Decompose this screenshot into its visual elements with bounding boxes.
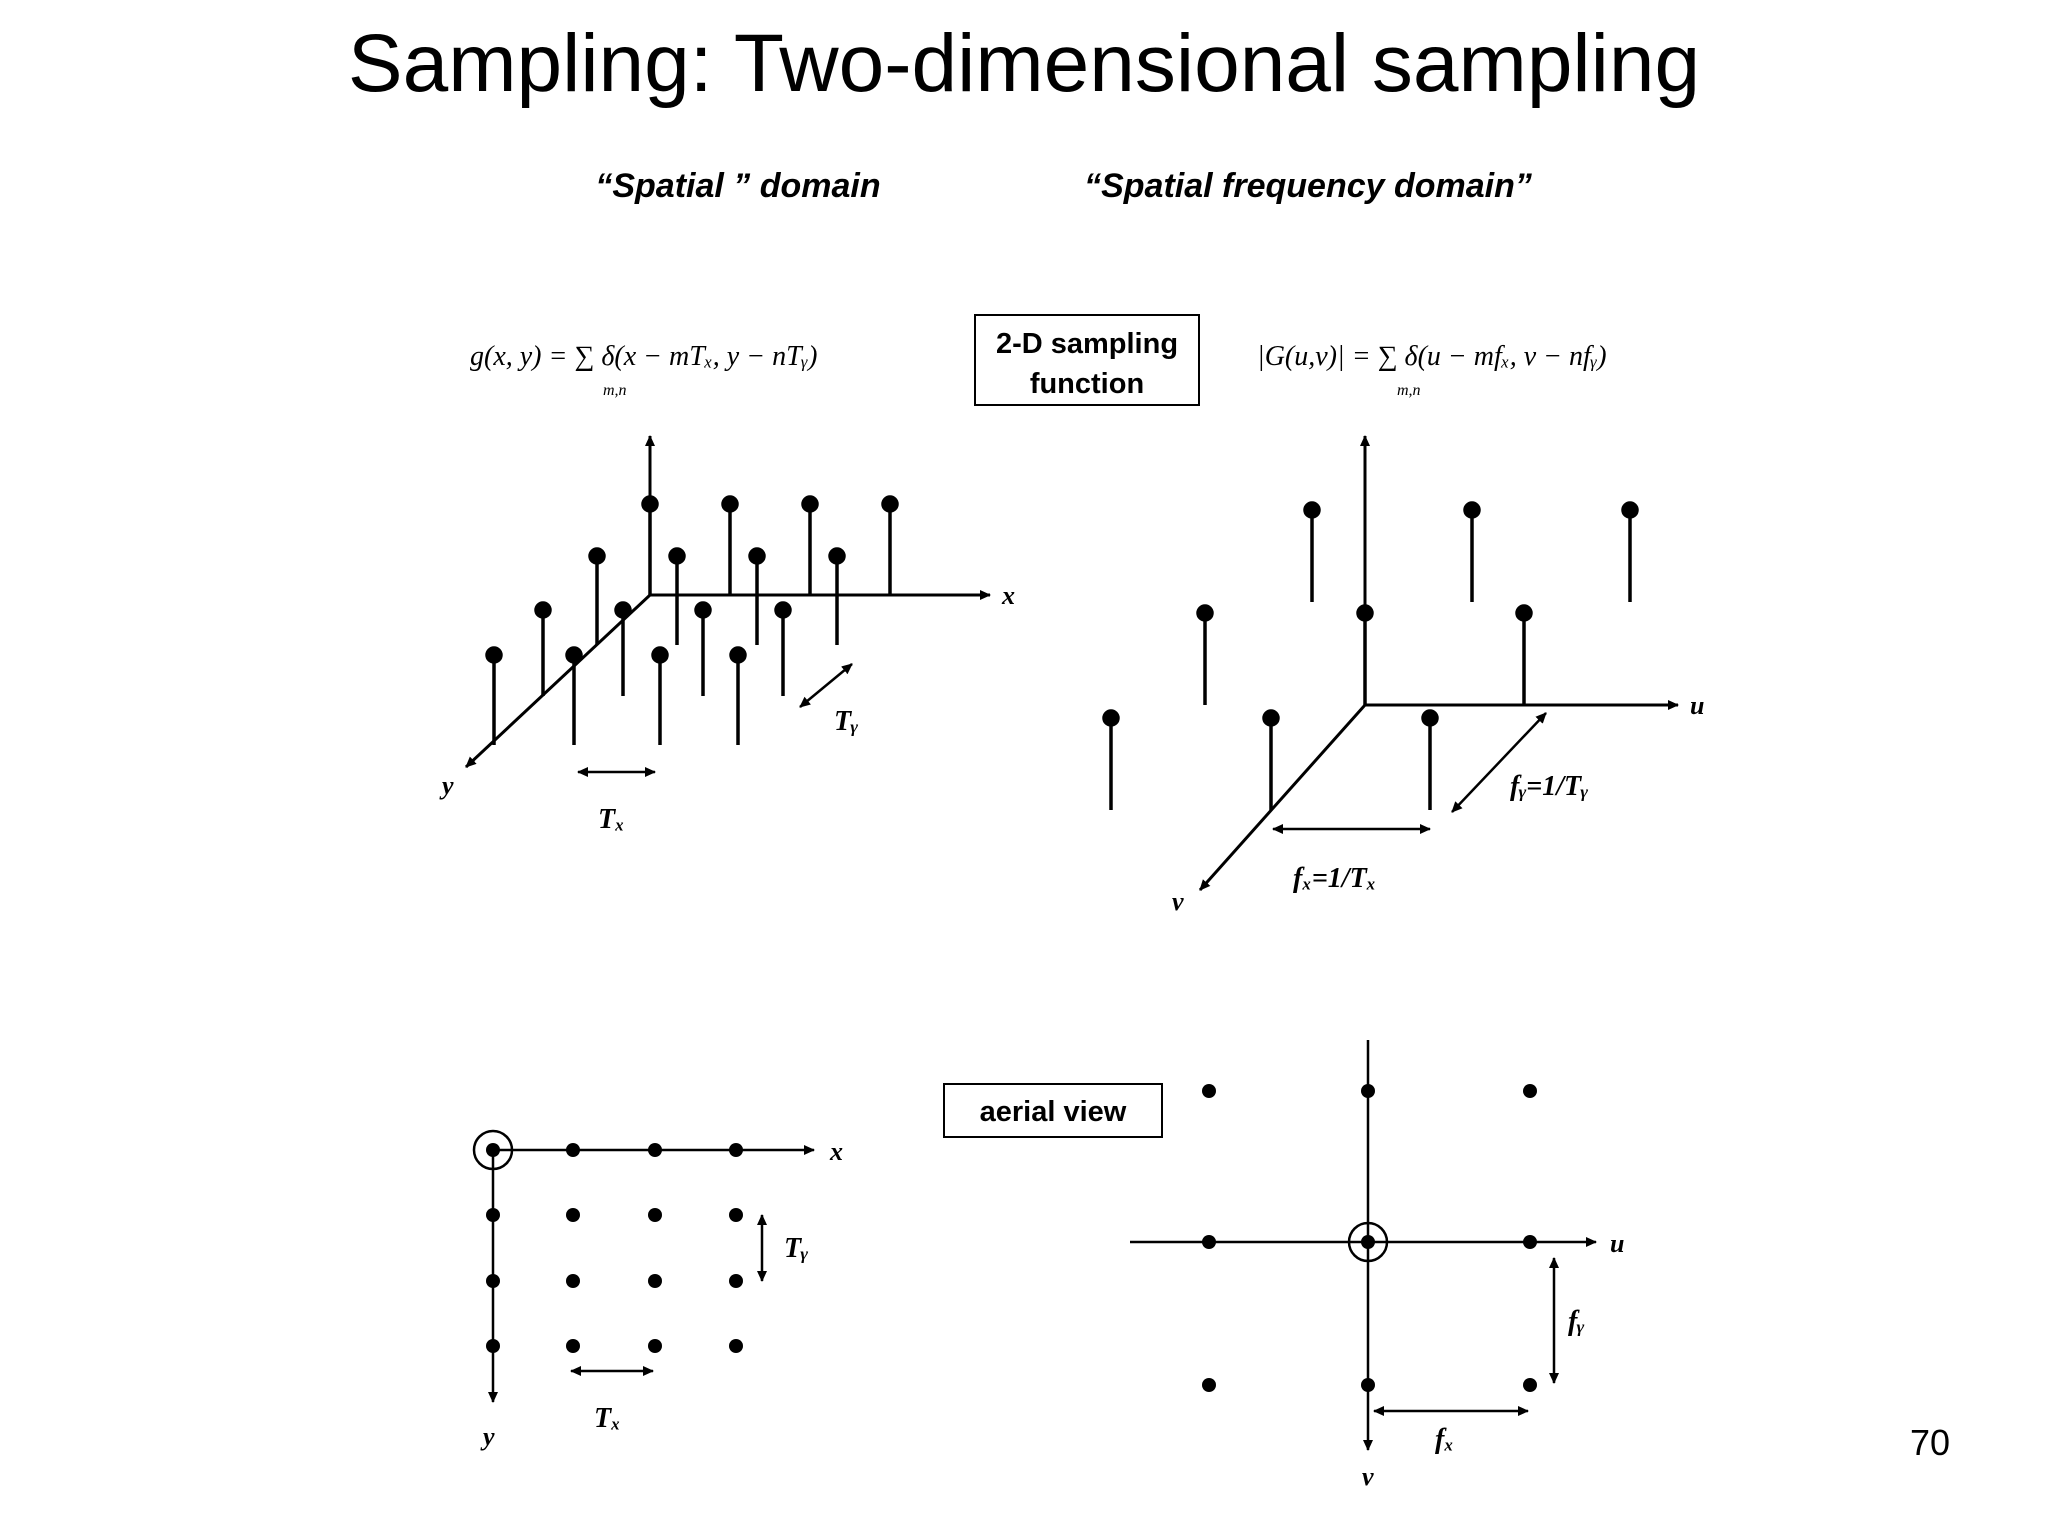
spatial-ty-arrow	[799, 663, 853, 708]
spatial-ty-label: Tᵧ	[834, 706, 858, 737]
spatial-origin-ring	[472, 1129, 514, 1171]
frequency-impulses	[1102, 501, 1639, 810]
frequency-fy-arrow	[1451, 712, 1547, 813]
spatial-3d-plot	[432, 435, 991, 769]
spatial-tx-label: Tₓ	[598, 804, 625, 835]
frequency-aerial-points	[1202, 1084, 1537, 1392]
spatial-aerial-x-label: x	[829, 1137, 843, 1166]
aerial-view-box	[943, 1083, 1163, 1138]
frequency-aerial-v-label: v	[1362, 1462, 1374, 1491]
spatial-aerial-y-label: y	[480, 1422, 495, 1451]
frequency-aerial-fy-label: fᵧ	[1568, 1306, 1584, 1337]
sampling-function-label-line1: 2-D sampling	[996, 328, 1178, 360]
spatial-aerial-tx-label: Tₓ	[594, 1403, 621, 1434]
page-number: 70	[1909, 1422, 1950, 1463]
spatial-equation: g(x, y) = ∑ δ(x − mTₓ, y − nTᵧ)	[470, 341, 817, 372]
spatial-domain-heading: “Spatial ” domain	[595, 167, 880, 205]
frequency-fx-eq-label: fₓ=1/Tₓ	[1293, 863, 1376, 894]
spatial-x-axis-label: x	[1001, 581, 1015, 610]
frequency-3d-plot	[1198, 435, 1679, 891]
spatial-impulses	[485, 495, 899, 745]
frequency-domain-heading: “Spatial frequency domain”	[1084, 167, 1532, 205]
frequency-v-axis-label: v	[1172, 887, 1184, 916]
frequency-v-axis	[1198, 704, 1367, 891]
frequency-fy-eq-label: fᵧ=1/Tᵧ	[1510, 771, 1588, 802]
frequency-equation: |G(u,v)| = ∑ δ(u − mfₓ, v − nfᵧ)	[1257, 341, 1607, 372]
sampling-function-label-line2: function	[1030, 368, 1144, 400]
spatial-axis-extension	[432, 738, 466, 767]
spatial-equation-subscript: m,n	[603, 382, 627, 399]
spatial-y-axis	[464, 593, 652, 769]
aerial-view-label: aerial view	[980, 1096, 1127, 1128]
spatial-aerial-ty-label: Tᵧ	[784, 1233, 808, 1264]
frequency-origin-ring	[1347, 1221, 1389, 1263]
frequency-equation-subscript: m,n	[1397, 382, 1421, 399]
frequency-u-axis-label: u	[1690, 691, 1704, 720]
slide-title: Sampling: Two-dimensional sampling	[347, 18, 1701, 109]
frequency-aerial-u-label: u	[1610, 1229, 1624, 1258]
frequency-aerial-fx-label: fₓ	[1435, 1424, 1454, 1455]
spatial-aerial-points	[486, 1143, 743, 1353]
sampling-function-box	[974, 314, 1200, 406]
spatial-y-axis-label: y	[439, 771, 454, 800]
